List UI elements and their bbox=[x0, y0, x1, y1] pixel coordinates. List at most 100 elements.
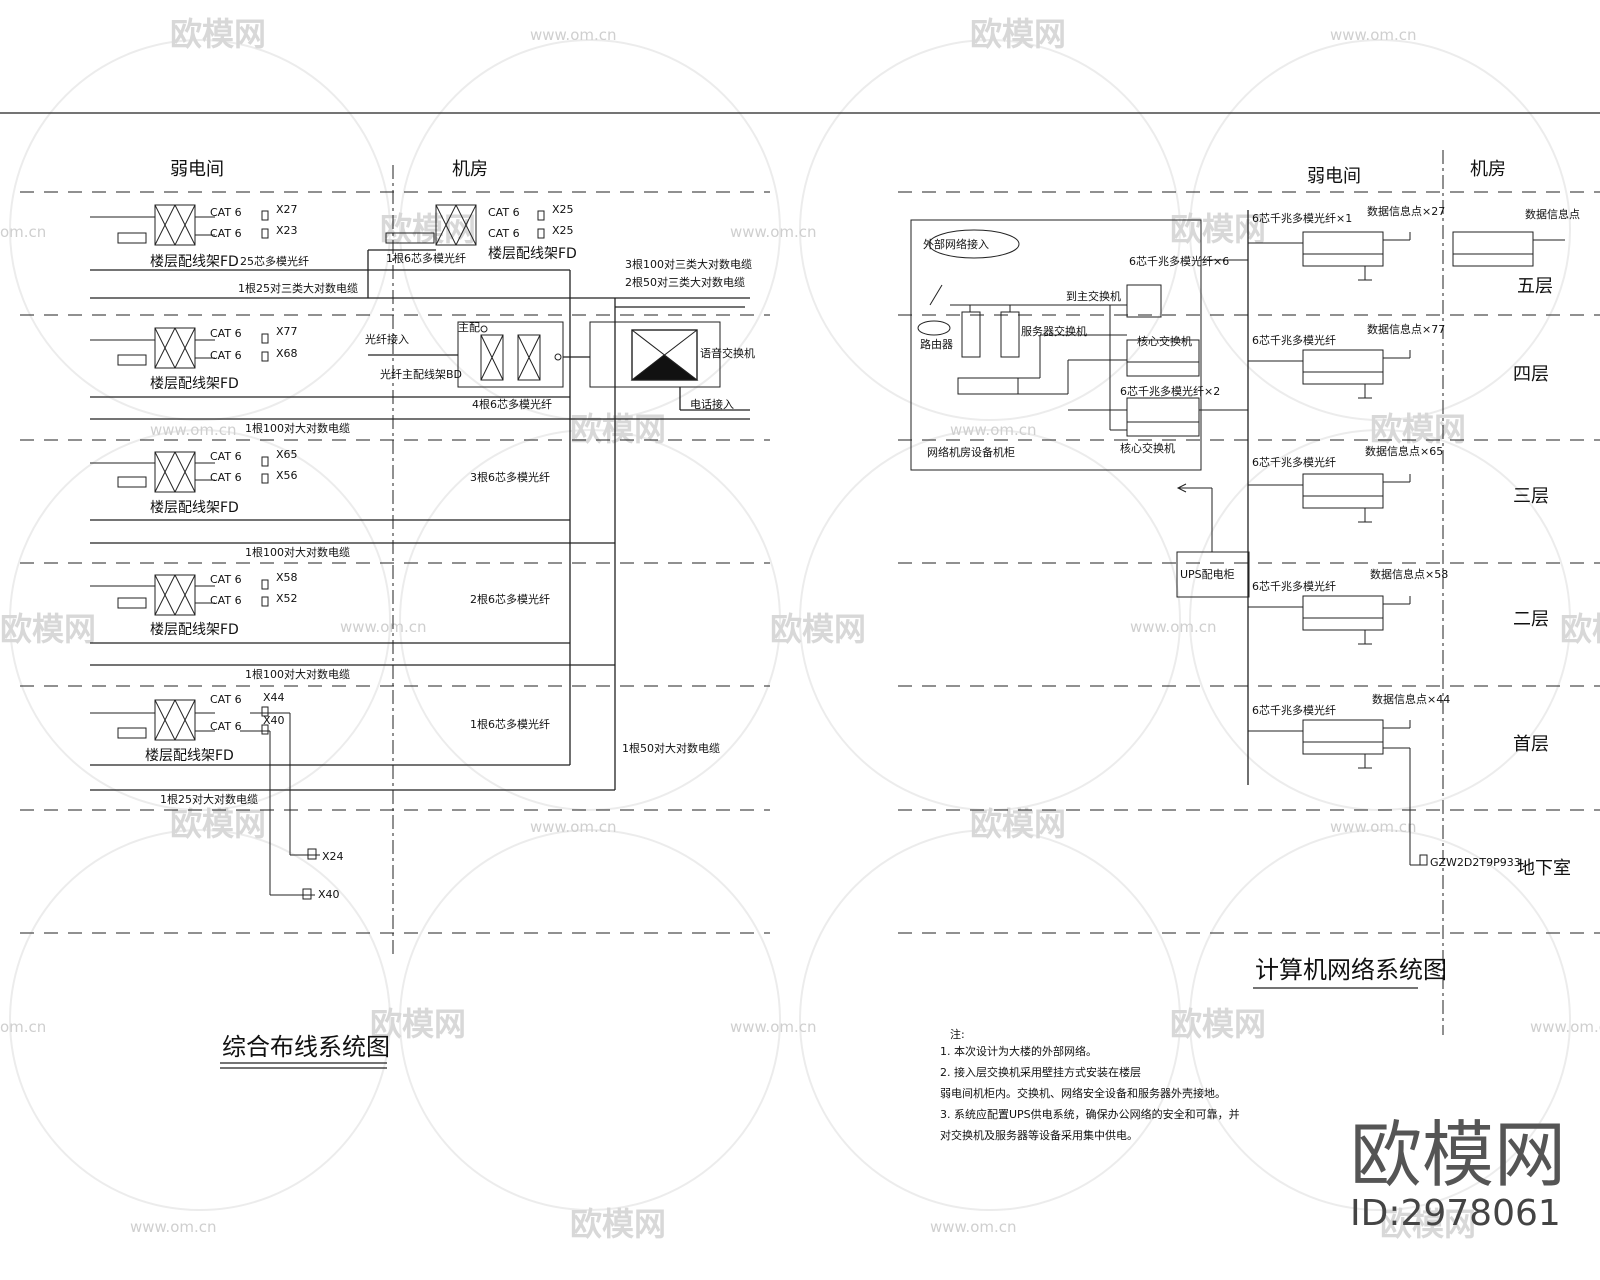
floor-name: 四层 bbox=[1513, 364, 1549, 385]
outlet-symbols bbox=[261, 210, 545, 735]
to-main-switch-label: 到主交换机 bbox=[1066, 289, 1121, 303]
watermark-brand: 欧模网 bbox=[1170, 210, 1266, 248]
floor-name: 三层 bbox=[1513, 486, 1549, 507]
watermark-circles bbox=[9, 39, 1571, 1211]
watermark-url: www.om.cn bbox=[1130, 618, 1217, 636]
left-diagram bbox=[20, 165, 770, 1069]
fd-unit-5 bbox=[90, 699, 215, 741]
note-line: 弱电间机柜内。交换机、网络安全设备和服务器外壳接地。 bbox=[940, 1086, 1226, 1100]
cat6-label: CAT 6 bbox=[210, 693, 242, 706]
right-diagram bbox=[898, 150, 1600, 1035]
watermark-brand: 欧模网 bbox=[1370, 410, 1466, 448]
fd-label: 楼层配线架FD bbox=[150, 376, 239, 392]
phone-exchange-box bbox=[589, 321, 721, 388]
cable-label: 3根6芯多模光纤 bbox=[470, 470, 550, 484]
cable-label: 1根100对大对数电缆 bbox=[245, 421, 350, 435]
cable-label: 1根100对大对数电缆 bbox=[245, 667, 350, 681]
floor-name: 五层 bbox=[1517, 276, 1553, 297]
cat6-label: CAT 6 bbox=[210, 327, 242, 340]
cat6-label: CAT 6 bbox=[210, 573, 242, 586]
notes-heading: 注: bbox=[950, 1027, 965, 1041]
column-heading-weak-room: 弱电间 bbox=[170, 159, 224, 180]
outlet-count: X40 bbox=[263, 714, 285, 727]
watermark-url: www.om.cn bbox=[340, 618, 427, 636]
fiber-in-label: 光纤接入 bbox=[365, 332, 409, 346]
data-points-label: 数据信息点×44 bbox=[1372, 692, 1450, 706]
watermark-brand: 欧模网 bbox=[970, 15, 1066, 53]
outlet-count: X68 bbox=[276, 347, 298, 360]
machine-room-cabinet-label: 网络机房设备机柜 bbox=[927, 445, 1015, 459]
watermark-layer: 欧模网 www.om.cn 欧模网 www.om.cn om.cn 欧模网 ww… bbox=[0, 15, 1600, 1243]
data-points-label: 数据信息点×77 bbox=[1367, 322, 1445, 336]
watermark-brand: 欧模网 bbox=[170, 15, 266, 53]
note-line: 2. 接入层交换机采用壁挂方式安装在楼层 bbox=[940, 1065, 1141, 1079]
cable-label: 1根6芯多模光纤 bbox=[470, 717, 550, 731]
outlet-count: X40 bbox=[318, 888, 340, 901]
cat6-label: CAT 6 bbox=[210, 720, 242, 733]
watermark-url: www.om.cn bbox=[1330, 26, 1417, 44]
data-points-label: 数据信息点 bbox=[1525, 207, 1580, 221]
fd-core-note: 25芯多模光纤 bbox=[240, 254, 309, 268]
router-label: 路由器 bbox=[920, 337, 953, 351]
column-heading-weak-room: 弱电间 bbox=[1307, 166, 1361, 187]
watermark-url: www.om.cn bbox=[930, 1218, 1017, 1236]
floor-fiber-label: 6芯千兆多模光纤 bbox=[1252, 579, 1336, 593]
external-network-cloud bbox=[928, 229, 1020, 259]
floor-switches bbox=[1248, 231, 1565, 866]
fd-label: 楼层配线架FD bbox=[150, 500, 239, 516]
fd-unit-3 bbox=[90, 451, 215, 493]
outlet-count: X25 bbox=[552, 224, 574, 237]
watermark-url: www.om.cn bbox=[730, 223, 817, 241]
watermark-url-short: om.cn bbox=[0, 1018, 46, 1036]
floor-fiber-label: 6芯千兆多模光纤 bbox=[1252, 333, 1336, 347]
outlet-count: X65 bbox=[276, 448, 298, 461]
floor-fiber-label: 6芯千兆多模光纤 bbox=[1252, 455, 1336, 469]
watermark-brand: 欧模网 bbox=[1380, 1205, 1476, 1243]
cable-label: 1根25对大对数电缆 bbox=[160, 792, 258, 806]
watermark-url: www.om.cn bbox=[1330, 818, 1417, 836]
floor-separators bbox=[898, 191, 1600, 934]
phone-in-label: 电话接入 bbox=[690, 398, 734, 411]
data-points-label: 数据信息点×65 bbox=[1365, 444, 1443, 458]
cat6-label: CAT 6 bbox=[210, 471, 242, 484]
cable-label: 3根100对三类大对数电缆 bbox=[625, 257, 752, 271]
watermark-brand-large: 欧模网 bbox=[1350, 1113, 1566, 1197]
outlet-count: X23 bbox=[276, 224, 298, 237]
cat6-label: CAT 6 bbox=[210, 206, 242, 219]
outlet-count: X24 bbox=[322, 850, 344, 863]
floor-separators bbox=[20, 191, 770, 934]
right-diagram-title: 计算机网络系统图 bbox=[1255, 956, 1447, 984]
cat6-label: CAT 6 bbox=[488, 206, 520, 219]
cat6-label: CAT 6 bbox=[210, 450, 242, 463]
router-equipment bbox=[917, 284, 1200, 437]
fd-unit-4 bbox=[90, 574, 215, 616]
outlet-count: X56 bbox=[276, 469, 298, 482]
note-line: 1. 本次设计为大楼的外部网络。 bbox=[940, 1044, 1097, 1058]
outlet-count: X44 bbox=[263, 691, 285, 704]
cable-label: 1根6芯多模光纤 bbox=[386, 251, 466, 265]
watermark-url: www.om.cn bbox=[130, 1218, 217, 1236]
watermark-brand: 欧模网 bbox=[170, 805, 266, 843]
outlet-count: X27 bbox=[276, 203, 298, 216]
watermark-url: www.om.cn bbox=[1530, 1018, 1600, 1036]
fd-label: 楼层配线架FD bbox=[145, 748, 234, 764]
ups-feed-arrow bbox=[1176, 483, 1187, 493]
cable-label: 1根100对大对数电缆 bbox=[245, 545, 350, 559]
core-switch-label: 核心交换机 bbox=[1137, 334, 1192, 348]
fd-label: 楼层配线架FD bbox=[488, 246, 577, 262]
watermark-brand: 欧模网 bbox=[1560, 610, 1600, 648]
external-access-label: 外部网络接入 bbox=[923, 237, 989, 251]
cat6-label: CAT 6 bbox=[210, 349, 242, 362]
watermark-url: www.om.cn bbox=[150, 421, 237, 439]
watermark-url: www.om.cn bbox=[530, 818, 617, 836]
cable-label: 1根25对三类大对数电缆 bbox=[238, 281, 358, 295]
fd-label: 楼层配线架FD bbox=[150, 254, 239, 270]
cable-label: 2根6芯多模光纤 bbox=[470, 592, 550, 606]
floor-name: 首层 bbox=[1513, 734, 1549, 755]
outlet-count: X25 bbox=[552, 203, 574, 216]
machine-room-cabinet bbox=[910, 219, 1202, 471]
column-heading-machine-room: 机房 bbox=[452, 159, 488, 180]
cat6-label: CAT 6 bbox=[210, 594, 242, 607]
watermark-url: www.om.cn bbox=[950, 421, 1037, 439]
watermark-brand: 欧模网 bbox=[1170, 1005, 1266, 1043]
